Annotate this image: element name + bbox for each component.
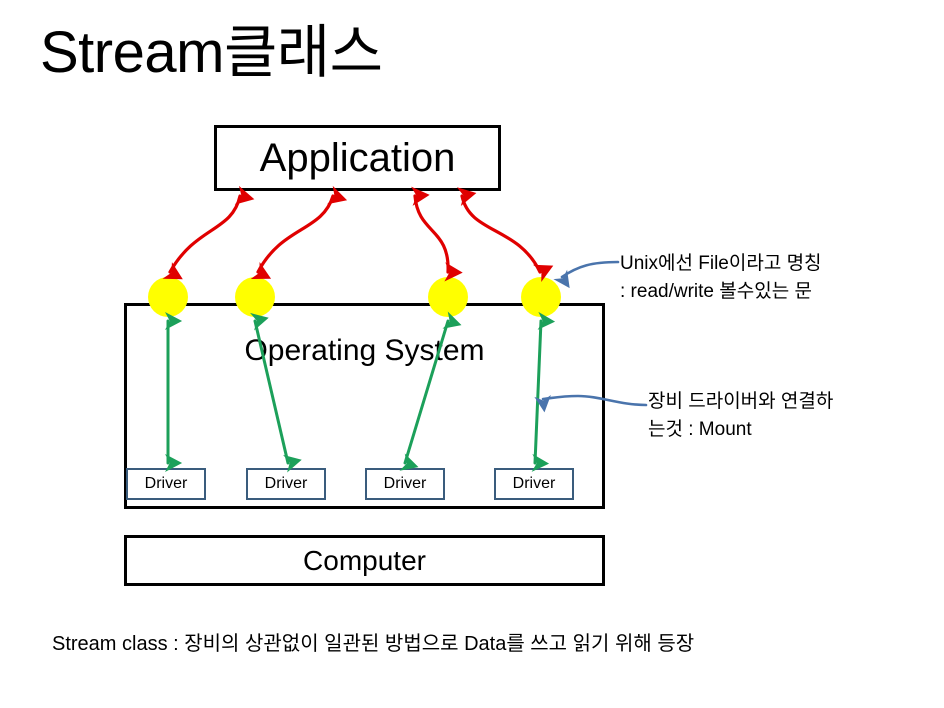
stream-node-4 <box>521 277 561 317</box>
annotation-arrow-file <box>553 260 620 289</box>
driver-box-3: Driver <box>365 468 445 500</box>
annotation-file-line1: Unix에선 File이라고 명칭 <box>620 253 822 274</box>
application-box: Application <box>214 125 501 191</box>
app-stream-arrow-2 <box>250 185 348 280</box>
app-stream-arrow-4 <box>456 187 554 283</box>
driver-label: Driver <box>383 475 427 492</box>
annotation-file-line2: : read/write 볼수있는 문 <box>620 281 812 302</box>
application-label: Application <box>259 136 456 180</box>
stream-node-3 <box>428 277 468 317</box>
driver-label: Driver <box>512 475 556 492</box>
operating-system-label: Operating System <box>244 334 485 367</box>
annotation-file: Unix에선 File이라고 명칭 : read/write 볼수있는 문 <box>620 250 822 306</box>
annotation-mount-line2: 는것 : Mount <box>648 419 752 440</box>
driver-label: Driver <box>264 475 308 492</box>
computer-box: Computer <box>124 535 605 586</box>
app-stream-arrow-3 <box>411 186 463 282</box>
stream-node-2 <box>235 277 275 317</box>
computer-label: Computer <box>303 544 426 576</box>
driver-box-1: Driver <box>126 468 206 500</box>
app-stream-arrows <box>162 185 554 283</box>
driver-box-2: Driver <box>246 468 326 500</box>
app-stream-arrow-1 <box>162 185 255 280</box>
annotation-mount-line1: 장비 드라이버와 연결하 <box>648 391 834 412</box>
slide-caption: Stream class : 장비의 상관없이 일관된 방법으로 Data를 쓰… <box>52 633 695 655</box>
page-title: Stream클래스 <box>40 20 383 85</box>
annotation-mount: 장비 드라이버와 연결하 는것 : Mount <box>648 388 833 444</box>
driver-label: Driver <box>144 475 188 492</box>
driver-box-4: Driver <box>494 468 574 500</box>
stream-node-1 <box>148 277 188 317</box>
